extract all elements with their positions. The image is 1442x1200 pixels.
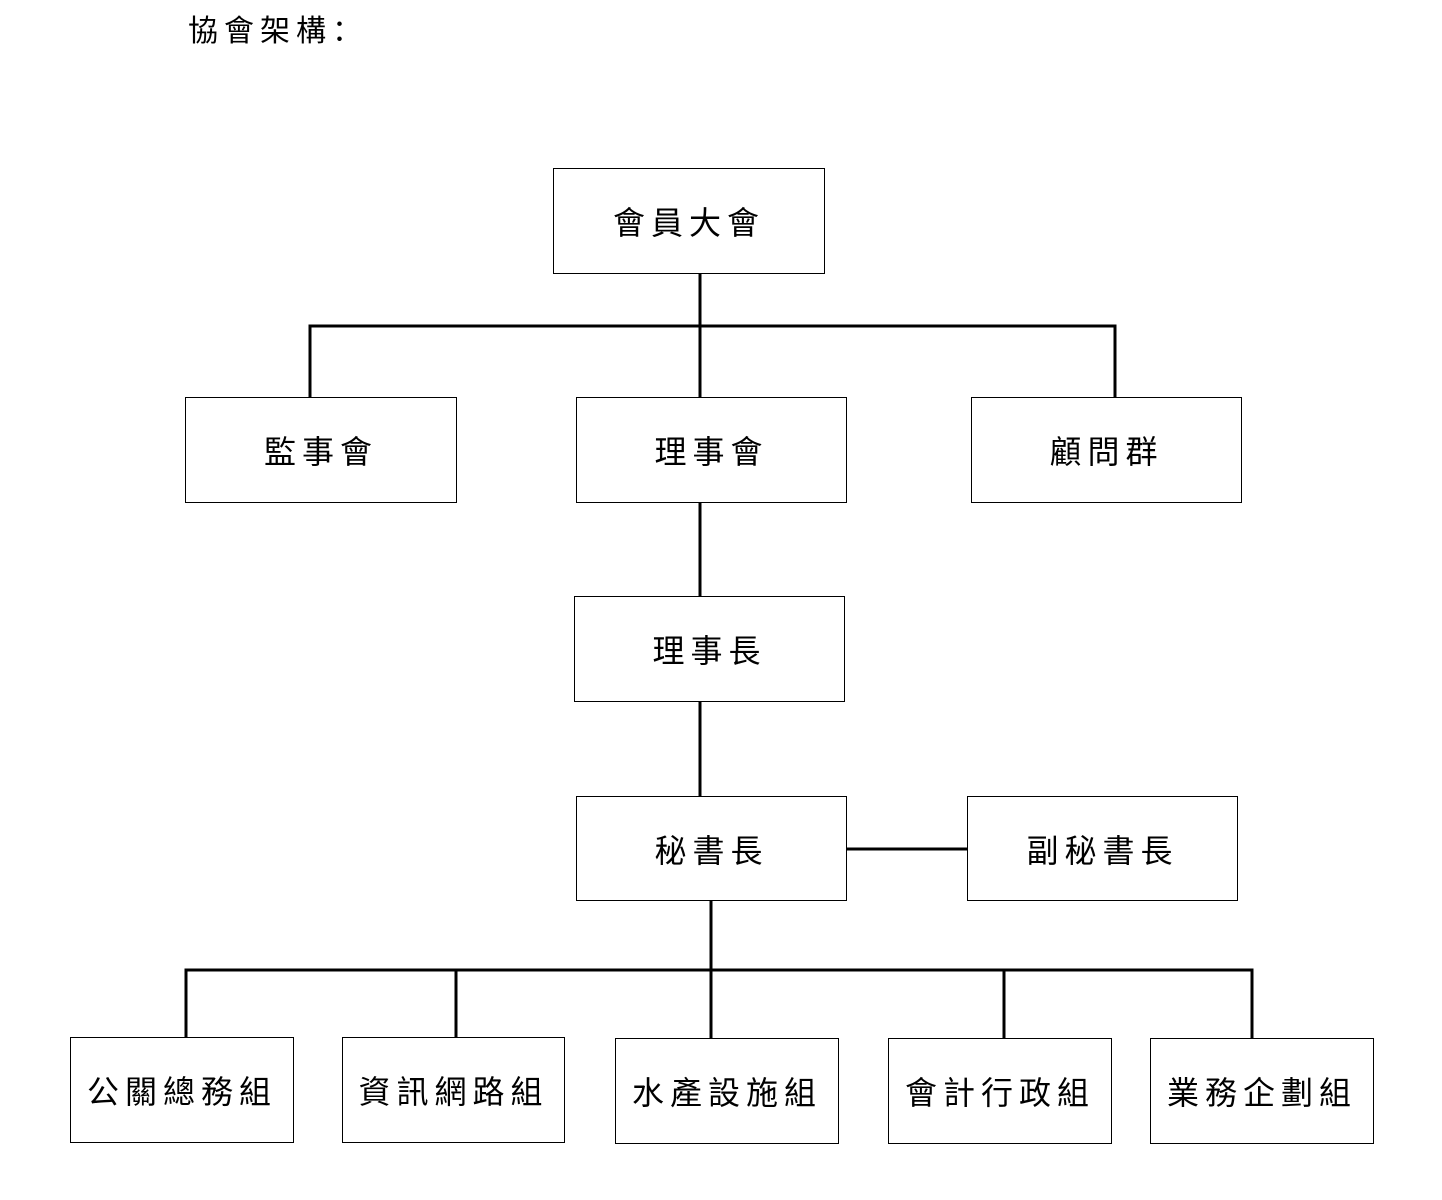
node-general-assembly: 會員大會 [553, 168, 825, 274]
node-deputy-secretary-general-label: 副秘書長 [1026, 831, 1179, 870]
node-group: 資訊網路組 [342, 1037, 565, 1143]
node-secretary-general: 秘書長 [576, 796, 847, 901]
node-group-label: 水產設施組 [631, 1074, 822, 1112]
page-title: 協會架構： [188, 14, 368, 49]
node-group-label: 公關總務組 [86, 1073, 277, 1111]
node-group-label: 業務企劃組 [1166, 1074, 1357, 1112]
node-group: 公關總務組 [70, 1037, 294, 1143]
node-supervisors: 監事會 [185, 397, 457, 503]
node-chairman-label: 理事長 [652, 632, 767, 670]
node-chairman: 理事長 [574, 596, 845, 702]
node-group: 會計行政組 [888, 1038, 1112, 1144]
node-supervisors-label: 監事會 [263, 433, 378, 471]
node-advisors-label: 顧問群 [1049, 433, 1164, 471]
node-deputy-secretary-general: 副秘書長 [967, 796, 1238, 901]
node-board-label: 理事會 [654, 433, 769, 471]
node-advisors: 顧問群 [971, 397, 1242, 503]
node-secretary-general-label: 秘書長 [654, 831, 769, 870]
node-group: 業務企劃組 [1150, 1038, 1374, 1144]
node-general-assembly-label: 會員大會 [612, 204, 765, 242]
node-group-label: 會計行政組 [904, 1074, 1095, 1112]
node-group-label: 資訊網路組 [358, 1073, 549, 1111]
node-board: 理事會 [576, 397, 847, 503]
node-group: 水產設施組 [615, 1038, 839, 1144]
